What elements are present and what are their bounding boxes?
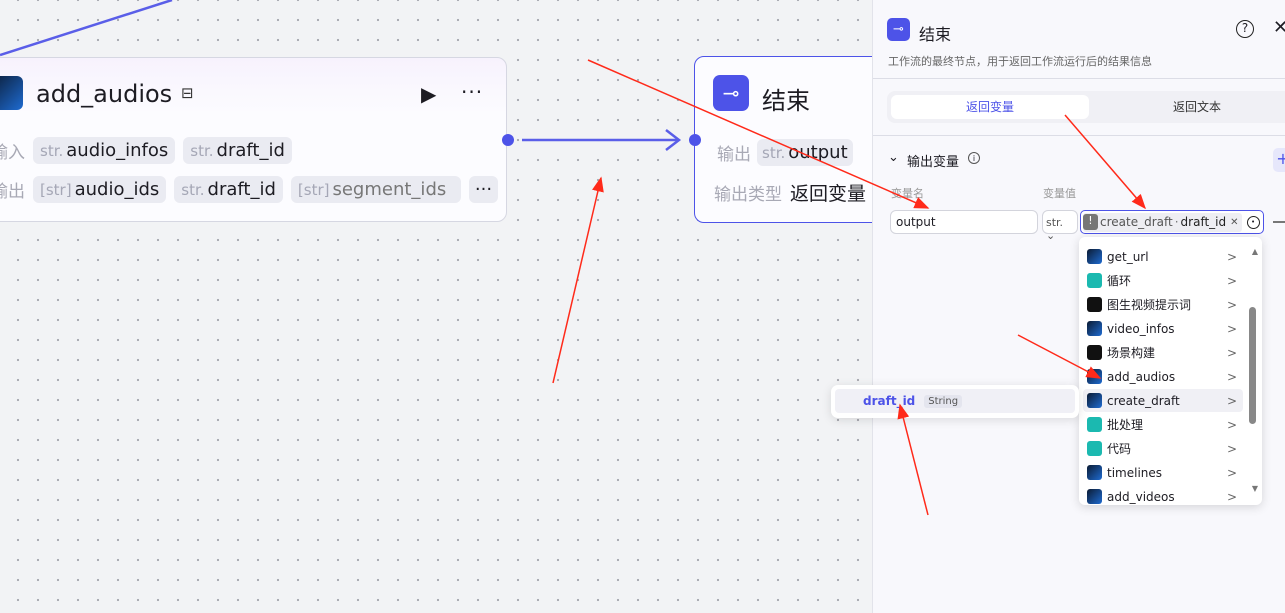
help-icon[interactable]: ? <box>1236 20 1254 38</box>
plugin-icon <box>1087 369 1102 384</box>
chevron-right-icon: > <box>1226 297 1237 312</box>
dropdown-item-场景构建[interactable]: 场景构建 > <box>1083 341 1243 364</box>
dropdown-item-video_infos[interactable]: video_infos > <box>1083 317 1243 340</box>
clear-reference-icon[interactable]: ✕ <box>1230 216 1239 228</box>
end-node[interactable]: ⊸ 结束 输出 str.output 输出类型返回变量 <box>694 56 894 223</box>
dropdown-item-label: 代码 <box>1107 442 1132 456</box>
chevron-right-icon: > <box>1226 273 1237 288</box>
remove-variable-button[interactable] <box>1273 221 1285 223</box>
chevron-right-icon: > <box>1226 441 1237 456</box>
plugin-icon <box>0 76 23 110</box>
add-audios-node[interactable]: add_audios ⊟ ▶ ··· 输入 str.audio_infos st… <box>0 57 507 222</box>
edge-line <box>0 0 173 57</box>
dropdown-item-循环[interactable]: 循环 > <box>1083 269 1243 292</box>
tab-return-variable[interactable]: 返回变量 <box>891 95 1089 119</box>
node-dropdown: ▲ ▼ get_url > 循环 > 图生视频提示词 > video_infos > 场景构建 >… <box>1079 237 1262 505</box>
input-tag: str.audio_infos <box>33 137 176 164</box>
panel-description: 工作流的最终节点，用于返回工作流运行后的结果信息 <box>888 55 1152 68</box>
batch-icon <box>1087 417 1102 432</box>
chevron-right-icon: > <box>1226 321 1237 336</box>
dropdown-item-label: 循环 <box>1107 274 1132 288</box>
plugin-icon <box>1087 465 1102 480</box>
field-option[interactable]: draft_id String <box>835 389 1075 413</box>
chevron-right-icon: > <box>1226 393 1237 408</box>
output-tag: str.output <box>757 139 853 166</box>
dropdown-item-label: add_videos <box>1107 489 1175 504</box>
add-variable-button[interactable]: + <box>1273 148 1285 172</box>
input-tag: str.draft_id <box>183 137 292 164</box>
dropdown-item-add_videos[interactable]: add_videos > <box>1083 485 1243 505</box>
bot-icon <box>1087 345 1102 360</box>
scroll-down-arrow[interactable]: ▼ <box>1251 484 1258 493</box>
dropdown-item-label: create_draft <box>1107 393 1180 408</box>
section-title: 输出变量 <box>907 155 960 170</box>
dropdown-item-label: 场景构建 <box>1107 346 1156 360</box>
output-label: 输出 <box>0 182 25 202</box>
chevron-right-icon: > <box>1226 465 1237 480</box>
field-submenu: draft_id String <box>831 385 1079 418</box>
dropdown-item-get_url[interactable]: get_url > <box>1083 245 1243 268</box>
warning-icon: ! <box>1083 214 1098 230</box>
dropdown-item-timelines[interactable]: timelines > <box>1083 461 1243 484</box>
dropdown-item-label: timelines <box>1107 465 1163 480</box>
node-title: 结束 <box>762 87 810 115</box>
output-tag: str.draft_id <box>174 176 283 203</box>
store-icon: ⊟ <box>181 84 194 102</box>
input-port[interactable] <box>689 134 701 146</box>
output-label: 输出 <box>717 145 751 165</box>
output-type-label: 输出类型 <box>714 185 782 205</box>
return-mode-tabs: 返回变量 返回文本 <box>887 91 1285 123</box>
collapse-chevron-icon[interactable]: ⌄ <box>888 150 899 165</box>
dropdown-item-label: get_url <box>1107 249 1149 264</box>
variable-name-input[interactable]: output <box>890 210 1038 234</box>
variable-picker-icon[interactable]: • <box>1246 215 1260 229</box>
dropdown-item-add_audios[interactable]: add_audios > <box>1083 365 1243 388</box>
plugin-icon <box>1087 489 1102 504</box>
column-name-header: 变量名 <box>891 187 924 200</box>
chevron-right-icon: > <box>1226 417 1237 432</box>
column-value-header: 变量值 <box>1043 187 1076 200</box>
plugin-icon <box>1087 321 1102 336</box>
chevron-right-icon: > <box>1226 489 1237 504</box>
dropdown-item-create_draft[interactable]: create_draft > <box>1083 389 1243 412</box>
dropdown-item-label: video_infos <box>1107 321 1175 336</box>
dropdown-item-代码[interactable]: 代码 > <box>1083 437 1243 460</box>
chevron-right-icon: > <box>1226 369 1237 384</box>
plugin-icon <box>1087 393 1102 408</box>
tab-return-text[interactable]: 返回文本 <box>1172 100 1221 114</box>
chevron-right-icon: > <box>1226 249 1237 264</box>
input-label: 输入 <box>0 143 25 163</box>
output-tag: [str]audio_ids <box>33 176 167 203</box>
loop-icon <box>1087 273 1102 288</box>
info-icon[interactable]: i <box>968 152 980 164</box>
output-tag: [str]segment_ids <box>290 176 461 203</box>
end-node-icon: ⊸ <box>887 18 910 41</box>
variable-value-reference[interactable]: ! create_draft·draft_id ✕ • <box>1080 210 1264 234</box>
dropdown-item-label: add_audios <box>1107 369 1176 384</box>
panel-title: 结束 <box>919 25 952 44</box>
run-button[interactable]: ▶ <box>421 82 437 106</box>
plugin-icon <box>1087 249 1102 264</box>
output-type-value: 返回变量 <box>790 183 867 205</box>
close-icon[interactable]: ✕ <box>1273 17 1285 38</box>
node-title: add_audios <box>36 80 173 108</box>
variable-type-select[interactable]: str. ⌄ <box>1042 210 1078 242</box>
more-outputs-button[interactable]: ··· <box>468 176 499 203</box>
scrollbar-thumb[interactable] <box>1249 307 1256 424</box>
end-node-icon: ⊸ <box>713 75 749 111</box>
code-icon <box>1087 441 1102 456</box>
output-port[interactable] <box>502 134 514 146</box>
bot-icon <box>1087 297 1102 312</box>
more-icon[interactable]: ··· <box>461 80 484 104</box>
dropdown-item-label: 图生视频提示词 <box>1107 298 1192 312</box>
dropdown-item-图生视频提示词[interactable]: 图生视频提示词 > <box>1083 293 1243 316</box>
dropdown-item-label: 批处理 <box>1107 418 1144 432</box>
scroll-up-arrow[interactable]: ▲ <box>1251 247 1258 256</box>
dropdown-item-批处理[interactable]: 批处理 > <box>1083 413 1243 436</box>
chevron-right-icon: > <box>1226 345 1237 360</box>
type-badge: String <box>924 394 963 408</box>
